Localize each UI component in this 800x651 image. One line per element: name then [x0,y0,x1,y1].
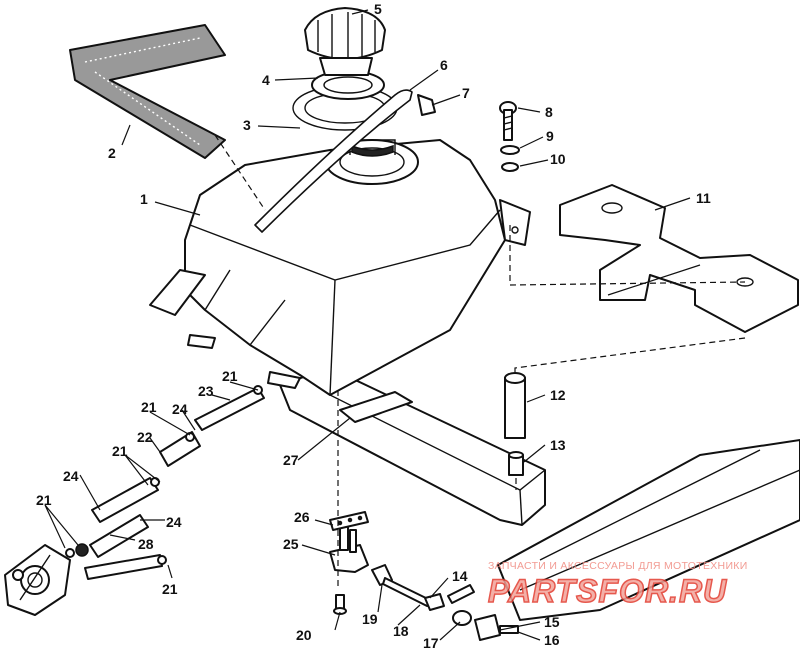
fuel-line-middle [91,477,159,523]
vent-fitting [417,94,436,116]
callout-22: 22 [137,429,153,445]
leader-lines [44,9,746,641]
watermark-brand: PARTSFOR.RU [488,573,727,609]
tank-bracket [559,184,799,333]
callout-5: 5 [374,1,382,17]
callout-27: 27 [283,452,299,468]
callout-21e: 21 [162,581,178,597]
callout-2: 2 [108,145,116,161]
fuel-line-upper [194,387,265,431]
fuel-line-return [84,554,163,580]
callout-21d: 21 [36,492,52,508]
callout-12: 12 [550,387,566,403]
spacer-tube [504,372,526,439]
callout-1: 1 [140,191,148,207]
callout-16: 16 [544,632,560,648]
callout-6: 6 [440,57,448,73]
callout-15: 15 [544,614,560,630]
fuel-line-lower [89,514,149,558]
cap-retaining-ring [311,70,385,100]
callout-7: 7 [462,85,470,101]
callout-9: 9 [546,128,554,144]
callout-25: 25 [283,536,299,552]
callout-24b: 24 [63,468,79,484]
knob-nut [452,610,472,626]
petcock-plate [329,511,369,531]
callout-17: 17 [423,635,439,651]
lock-washer [501,162,519,172]
vent-hose [254,89,413,233]
callout-28: 28 [138,536,154,552]
flat-washer [500,145,520,155]
lever-spring-clip [424,593,445,611]
callout-21b: 21 [141,399,157,415]
callout-20: 20 [296,627,312,643]
callout-11: 11 [696,190,711,206]
carburetor [4,544,71,616]
callout-21a: 21 [222,368,238,384]
petcock-screw [333,594,347,615]
site-watermark: ЗАПЧАСТИ И АКСЕССУАРЫ ДЛЯ МОТОТЕХНИКИ PA… [487,560,748,610]
callout-3: 3 [243,117,251,133]
callout-labels: 1 2 3 4 5 6 7 8 9 10 11 12 13 14 15 16 1… [36,1,711,651]
t-fitting [75,543,89,557]
fuel-petcock [329,519,369,573]
watermark-tagline: ЗАПЧАСТИ И АКСЕССУАРЫ ДЛЯ МОТОТЕХНИКИ [488,560,748,572]
rubber-grommet [508,451,524,476]
callout-8: 8 [545,104,553,120]
fuel-cap [304,7,386,76]
callout-19: 19 [362,611,378,627]
callout-14: 14 [452,568,468,584]
choke-knob [474,614,501,641]
lever-washer [447,584,475,604]
callout-24a: 24 [172,401,188,417]
callout-24c: 24 [166,514,182,530]
callout-23: 23 [198,383,214,399]
callout-13: 13 [550,437,566,453]
callout-18: 18 [393,623,409,639]
callout-26: 26 [294,509,310,525]
mount-bolt [499,101,517,141]
petcock-lever-rod [371,564,431,607]
callout-21c: 21 [112,443,128,459]
seat-foam-pad [69,24,226,159]
callout-4: 4 [262,72,270,88]
callout-10: 10 [550,151,566,167]
fuel-tank [149,139,531,396]
